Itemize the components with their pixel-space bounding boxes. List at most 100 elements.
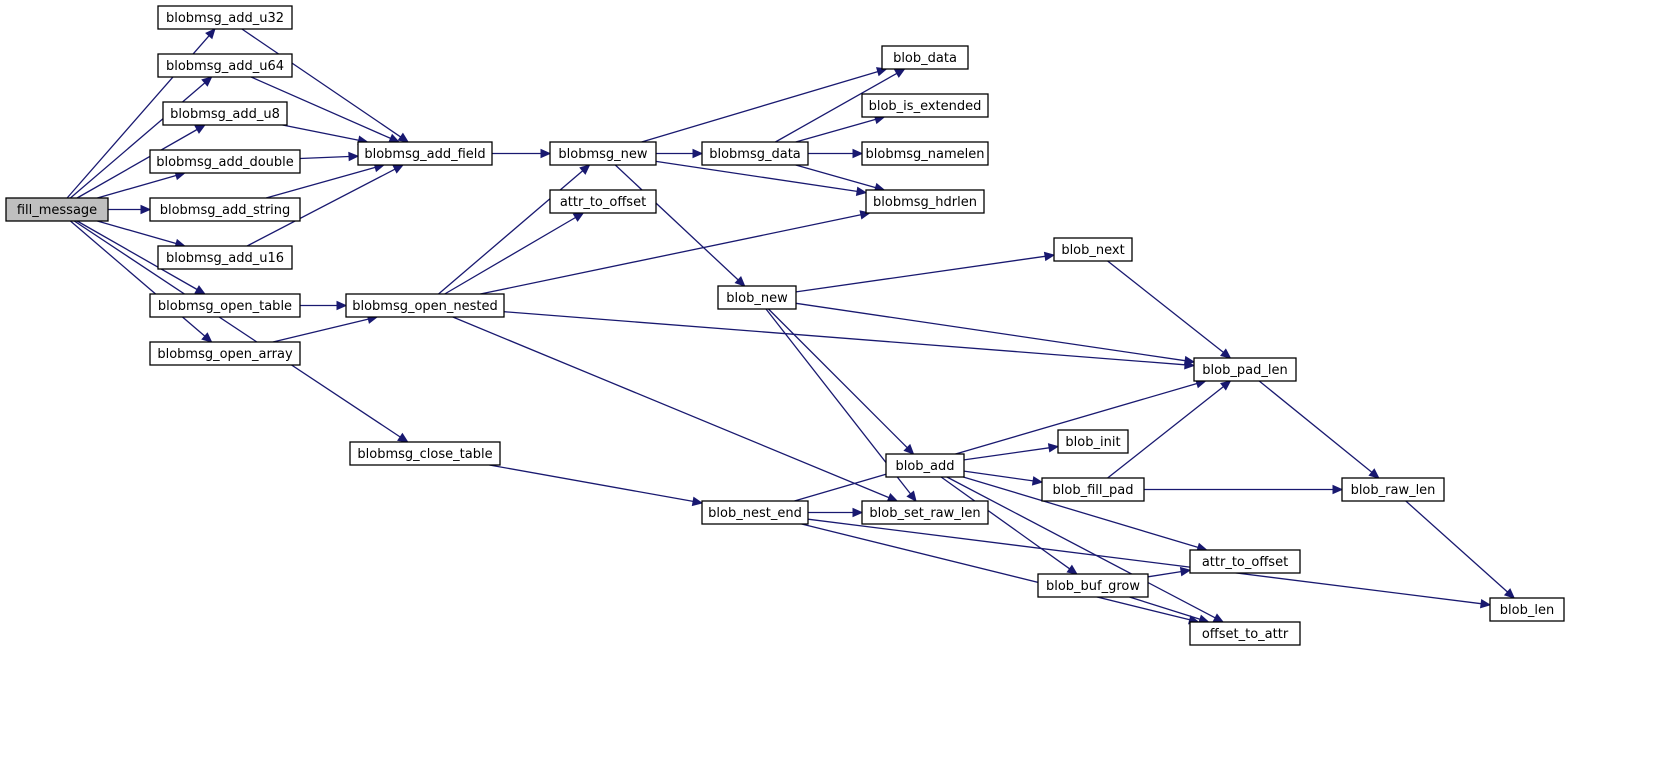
- node-fill-message[interactable]: fill_message: [5, 197, 109, 222]
- node-blob-raw-len[interactable]: blob_raw_len: [1341, 477, 1445, 502]
- node-blobmsg-add-u16[interactable]: blobmsg_add_u16: [157, 245, 293, 270]
- node-blob-init[interactable]: blob_init: [1057, 429, 1129, 454]
- node-attr-to-offset-2[interactable]: attr_to_offset: [1189, 549, 1301, 574]
- node-box[interactable]: [157, 5, 293, 30]
- node-box[interactable]: [717, 285, 797, 310]
- node-box[interactable]: [1053, 237, 1133, 262]
- arrowhead: [205, 28, 216, 40]
- node-blob-add[interactable]: blob_add: [885, 453, 965, 478]
- node-box[interactable]: [345, 293, 505, 318]
- node-box[interactable]: [157, 53, 293, 78]
- arrowhead: [1368, 468, 1380, 479]
- edge-line: [801, 523, 1190, 621]
- node-box[interactable]: [1489, 597, 1565, 622]
- edge-line: [1107, 386, 1224, 479]
- node-box[interactable]: [861, 93, 989, 118]
- node-blobmsg-data[interactable]: blobmsg_data: [701, 141, 809, 166]
- arrowhead: [194, 124, 206, 134]
- node-blobmsg-open-array[interactable]: blobmsg_open_array: [149, 341, 301, 366]
- edge-line: [438, 170, 584, 295]
- node-blob-next[interactable]: blob_next: [1053, 237, 1133, 262]
- edge-line: [795, 302, 1186, 362]
- node-blobmsg-hdrlen[interactable]: blobmsg_hdrlen: [865, 189, 985, 214]
- edge-line: [1107, 260, 1224, 353]
- node-label: offset_to_attr: [1202, 627, 1289, 642]
- node-blob-set-raw-len[interactable]: blob_set_raw_len: [861, 500, 989, 525]
- node-blobmsg-open-table[interactable]: blobmsg_open_table: [149, 293, 301, 318]
- edge-blobmsg_open_nested-to-blobmsg_hdrlen: [480, 210, 871, 295]
- edge-blob_nest_end-to-blob_len: [807, 518, 1492, 609]
- node-blobmsg-namelen[interactable]: blobmsg_namelen: [861, 141, 989, 166]
- node-box[interactable]: [861, 141, 989, 166]
- node-box[interactable]: [1057, 429, 1129, 454]
- node-label: blobmsg_new: [558, 147, 647, 162]
- node-blobmsg-open-nested[interactable]: blobmsg_open_nested: [345, 293, 505, 318]
- node-box[interactable]: [149, 341, 301, 366]
- edge-line: [272, 318, 369, 343]
- node-box[interactable]: [1189, 549, 1301, 574]
- edge-blob_fill_pad-to-blob_raw_len: [1144, 484, 1344, 495]
- edge-blob_new-to-blob_add: [768, 308, 915, 455]
- node-box[interactable]: [162, 101, 288, 126]
- node-label: blob_init: [1065, 435, 1120, 450]
- node-attr-to-offset-1[interactable]: attr_to_offset: [549, 189, 657, 214]
- node-blobmsg-new[interactable]: blobmsg_new: [549, 141, 657, 166]
- node-box[interactable]: [881, 45, 969, 70]
- edge-fill_message-to-blobmsg_add_double: [97, 170, 186, 199]
- node-box[interactable]: [149, 197, 301, 222]
- edge-line: [241, 28, 401, 138]
- arrowhead: [348, 151, 360, 162]
- node-box[interactable]: [1041, 477, 1145, 502]
- node-box[interactable]: [349, 441, 501, 466]
- node-label: blob_data: [893, 51, 957, 66]
- edge-blob_new-to-blob_pad_len: [795, 302, 1196, 366]
- node-box[interactable]: [549, 141, 657, 166]
- node-box[interactable]: [357, 141, 493, 166]
- arrowhead: [1031, 476, 1044, 486]
- arrowhead: [1332, 484, 1344, 495]
- edge-line: [250, 76, 391, 139]
- node-blobmsg-add-field[interactable]: blobmsg_add_field: [357, 141, 493, 166]
- node-box[interactable]: [149, 293, 301, 318]
- node-offset-to-attr[interactable]: offset_to_attr: [1189, 621, 1301, 646]
- node-blobmsg-add-u8[interactable]: blobmsg_add_u8: [162, 101, 288, 126]
- node-blobmsg-close-table[interactable]: blobmsg_close_table: [349, 441, 501, 466]
- node-blob-fill-pad[interactable]: blob_fill_pad: [1041, 477, 1145, 502]
- node-box[interactable]: [1189, 621, 1301, 646]
- node-blob-buf-grow[interactable]: blob_buf_grow: [1037, 573, 1149, 598]
- node-blob-len[interactable]: blob_len: [1489, 597, 1565, 622]
- node-blob-is-extended[interactable]: blob_is_extended: [861, 93, 989, 118]
- arrowhead: [1503, 588, 1516, 599]
- node-label: blob_buf_grow: [1046, 579, 1140, 594]
- node-box[interactable]: [549, 189, 657, 214]
- node-box[interactable]: [149, 149, 301, 174]
- node-blob-pad-len[interactable]: blob_pad_len: [1193, 357, 1297, 382]
- edge-line: [1258, 380, 1373, 473]
- node-blob-new[interactable]: blob_new: [717, 285, 797, 310]
- edge-blobmsg_close_table-to-blob_nest_end: [489, 464, 704, 507]
- node-label: blobmsg_close_table: [357, 447, 492, 462]
- node-blobmsg-add-string[interactable]: blobmsg_add_string: [149, 197, 301, 222]
- node-box[interactable]: [865, 189, 985, 214]
- node-box[interactable]: [1193, 357, 1297, 382]
- node-box[interactable]: [701, 500, 809, 525]
- node-label: blobmsg_add_field: [364, 147, 485, 162]
- node-box[interactable]: [1341, 477, 1445, 502]
- node-box[interactable]: [157, 245, 293, 270]
- node-box[interactable]: [1037, 573, 1149, 598]
- arrowhead: [1220, 348, 1232, 359]
- node-label: blob_len: [1500, 603, 1554, 618]
- node-blobmsg-add-u64[interactable]: blobmsg_add_u64: [157, 53, 293, 78]
- node-box[interactable]: [861, 500, 989, 525]
- edge-blobmsg_open_array-to-blobmsg_open_nested: [272, 314, 379, 343]
- node-box[interactable]: [885, 453, 965, 478]
- node-blobmsg-add-double[interactable]: blobmsg_add_double: [149, 149, 301, 174]
- node-box[interactable]: [701, 141, 809, 166]
- node-blob-data[interactable]: blob_data: [881, 45, 969, 70]
- arrowhead: [201, 332, 213, 343]
- edge-line: [795, 164, 876, 189]
- node-blobmsg-add-u32[interactable]: blobmsg_add_u32: [157, 5, 293, 30]
- node-label: blob_set_raw_len: [869, 506, 980, 521]
- node-box[interactable]: [5, 197, 109, 222]
- node-blob-nest-end[interactable]: blob_nest_end: [701, 500, 809, 525]
